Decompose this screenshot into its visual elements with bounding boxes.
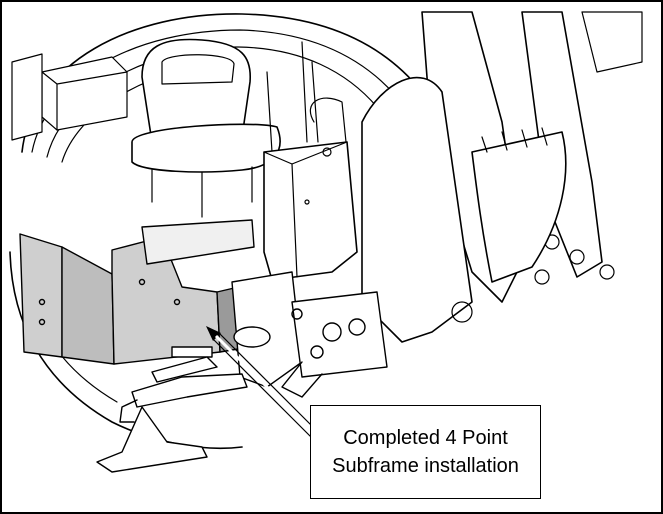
callout-line-2: Subframe installation bbox=[332, 455, 519, 477]
bucket bbox=[471, 127, 567, 283]
stabilizer-feet bbox=[96, 356, 248, 473]
callout-box: Completed 4 Point Subframe installation bbox=[310, 405, 541, 499]
seat bbox=[131, 38, 281, 218]
mount-plate bbox=[231, 271, 388, 398]
subframe bbox=[19, 219, 255, 365]
callout-arrowhead bbox=[206, 326, 221, 341]
callout-line-1: Completed 4 Point bbox=[343, 427, 508, 449]
hydraulic-tower bbox=[263, 141, 358, 281]
engine-block bbox=[11, 53, 128, 141]
levers bbox=[266, 41, 348, 153]
